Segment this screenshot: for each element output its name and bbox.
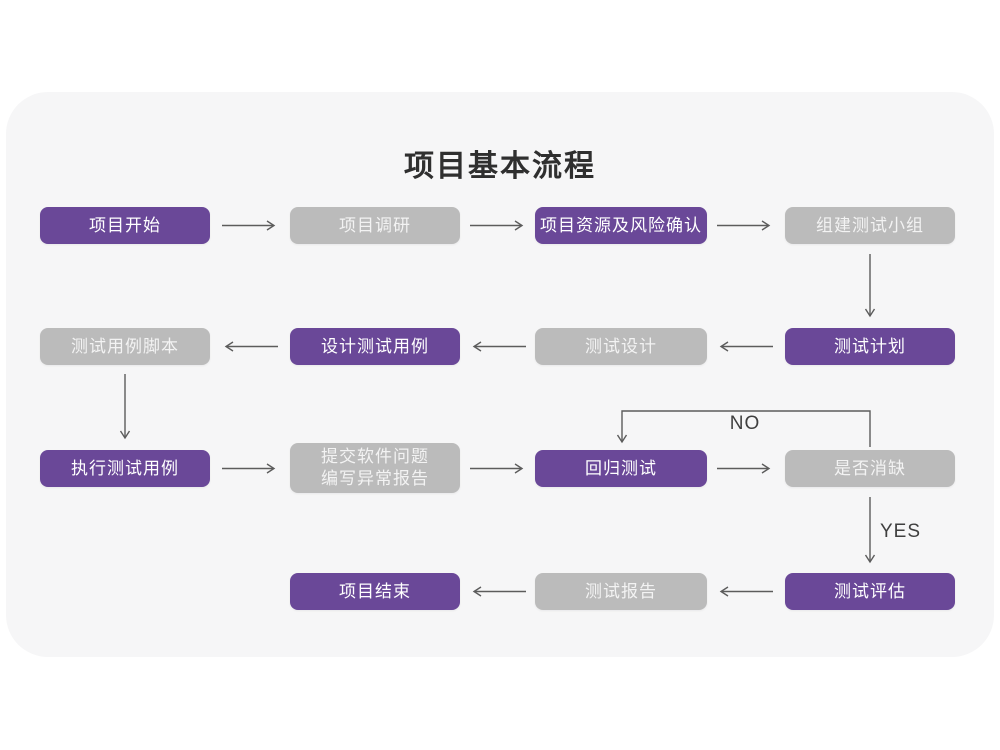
page-title: 项目基本流程 [404, 150, 596, 183]
node-test-plan: 测试计划 [785, 328, 955, 365]
arrow-defect-no-loop [616, 410, 871, 447]
node-project-end: 项目结束 [290, 573, 460, 610]
node-test-design: 测试设计 [535, 328, 707, 365]
node-project-research: 项目调研 [290, 207, 460, 244]
label-yes: YES [880, 521, 922, 542]
flowchart-card [6, 92, 994, 657]
node-test-evaluation: 测试评估 [785, 573, 955, 610]
node-defect-cleared: 是否消缺 [785, 450, 955, 487]
node-test-report: 测试报告 [535, 573, 707, 610]
node-regression-test: 回归测试 [535, 450, 707, 487]
node-test-case-scripts: 测试用例脚本 [40, 328, 210, 365]
submit-issues-line1: 提交软件问题 [321, 447, 429, 466]
node-build-test-team: 组建测试小组 [785, 207, 955, 244]
node-project-start: 项目开始 [40, 207, 210, 244]
node-submit-issues-report: 提交软件问题 编写异常报告 [290, 443, 460, 493]
node-execute-test-cases: 执行测试用例 [40, 450, 210, 487]
label-no: NO [729, 413, 761, 434]
submit-issues-line2: 编写异常报告 [321, 469, 429, 488]
node-design-test-cases: 设计测试用例 [290, 328, 460, 365]
node-project-risk-confirm: 项目资源及风险确认 [535, 207, 707, 244]
